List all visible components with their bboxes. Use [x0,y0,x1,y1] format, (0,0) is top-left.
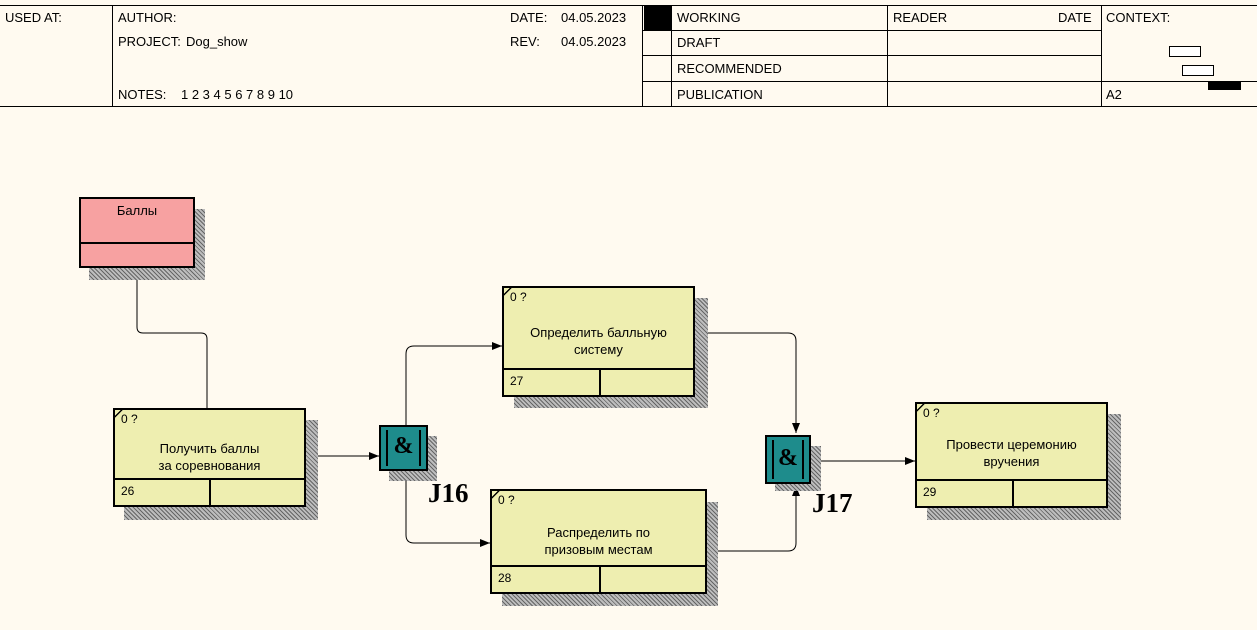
author-label: AUTHOR: [118,10,177,25]
node-value: A2 [1106,87,1122,102]
arrow-j16-to-act27 [405,342,502,426]
activity-corner-mark [504,288,514,298]
arrow-act28-to-j17 [706,486,800,552]
status-option-working: WORKING [677,10,741,25]
rev-value: 04.05.2023 [561,34,627,49]
notes-value: 1 2 3 4 5 6 7 8 9 10 [181,87,294,102]
activity-footer: 27 [504,368,693,395]
arrow-act27-to-j17 [694,332,800,433]
header-divider [112,5,113,107]
status-option-recommended: RECOMMENDED [677,61,782,76]
idef-header-frame: USED AT: AUTHOR: PROJECT: Dog_show NOTES… [0,0,1257,108]
status-row-border [642,81,1102,82]
activity-footer: 28 [492,565,705,592]
junction-symbol: & [393,433,414,459]
status-row-border [642,55,1102,56]
context-diagram-box [1182,65,1214,76]
reader-date-label: DATE [1058,10,1092,25]
activity-title-line: Провести церемонию [946,437,1077,452]
activity-26[interactable]: 0 ? Получить баллы за соревнования 26 [113,408,306,507]
activity-footer-divider [599,370,601,395]
reference-label: Баллы [116,203,158,218]
activity-27[interactable]: 0 ? Определить балльную систему 27 [502,286,695,397]
arrow-j16-to-act28 [405,472,490,547]
junction-bar [386,430,388,466]
activity-title: Провести церемонию вручения [921,436,1102,470]
header-divider [671,5,672,107]
junction-bar [802,440,804,479]
date-value: 04.05.2023 [561,10,627,25]
date-label: DATE: [510,10,548,25]
activity-cost: 0 ? [498,493,515,507]
activity-title: Распределить по призовым местам [496,524,701,558]
activity-number: 28 [498,571,512,585]
project-value: Dog_show [186,34,248,49]
context-diagram-box [1169,46,1201,57]
activity-number: 27 [510,374,524,388]
activity-corner-mark [917,404,927,414]
activity-title: Получить баллы за соревнования [119,440,300,474]
used-at-label: USED AT: [5,10,62,25]
activity-number: 26 [121,484,135,498]
status-option-publication: PUBLICATION [677,87,763,102]
activity-title-line: вручения [983,454,1040,469]
status-indicator-working [644,6,671,30]
activity-28[interactable]: 0 ? Распределить по призовым местам 28 [490,489,707,594]
arrow-balls-to-act26 [136,268,208,409]
activity-footer: 29 [917,479,1106,506]
junction-bar [419,430,421,466]
activity-cost: 0 ? [923,406,940,420]
activity-title-line: Получить баллы [159,441,260,456]
header-divider [642,5,643,107]
junction-label-j17: J17 [812,488,853,518]
reader-label: READER [893,10,948,25]
context-label: CONTEXT: [1106,10,1171,25]
header-divider [1101,5,1102,107]
rev-label: REV: [510,34,540,49]
activity-title-line: призовым местам [544,542,653,557]
junction-and-j17[interactable]: & [765,435,811,484]
activity-footer-divider [599,567,601,592]
notes-label: NOTES: [118,87,167,102]
activity-cost: 0 ? [121,412,138,426]
header-divider [887,5,888,107]
status-row-border [642,30,1102,31]
activity-title: Определить балльную систему [508,324,689,358]
reference-divider [81,242,193,244]
activity-title-line: систему [574,342,623,357]
junction-symbol: & [778,445,798,471]
activity-corner-mark [115,410,125,420]
context-row-border [1101,81,1257,82]
activity-footer: 26 [115,478,304,505]
junction-bar [772,440,774,479]
activity-footer-divider [209,480,211,505]
header-bottom-border [0,106,1257,107]
junction-and-j16[interactable]: & [379,425,428,471]
status-option-draft: DRAFT [677,35,721,50]
activity-corner-mark [492,491,502,501]
project-label: PROJECT: [118,34,181,49]
activity-29[interactable]: 0 ? Провести церемонию вручения 29 [915,402,1108,508]
header-top-border [0,5,1257,6]
junction-label-j16: J16 [428,478,469,508]
activity-footer-divider [1012,481,1014,506]
context-diagram-current [1208,81,1241,90]
reference-balls[interactable]: Баллы [79,197,195,268]
activity-title-line: за соревнования [158,458,261,473]
activity-title-line: Распределить по [546,525,651,540]
activity-title-line: Определить балльную [530,325,667,340]
activity-cost: 0 ? [510,290,527,304]
activity-number: 29 [923,485,937,499]
